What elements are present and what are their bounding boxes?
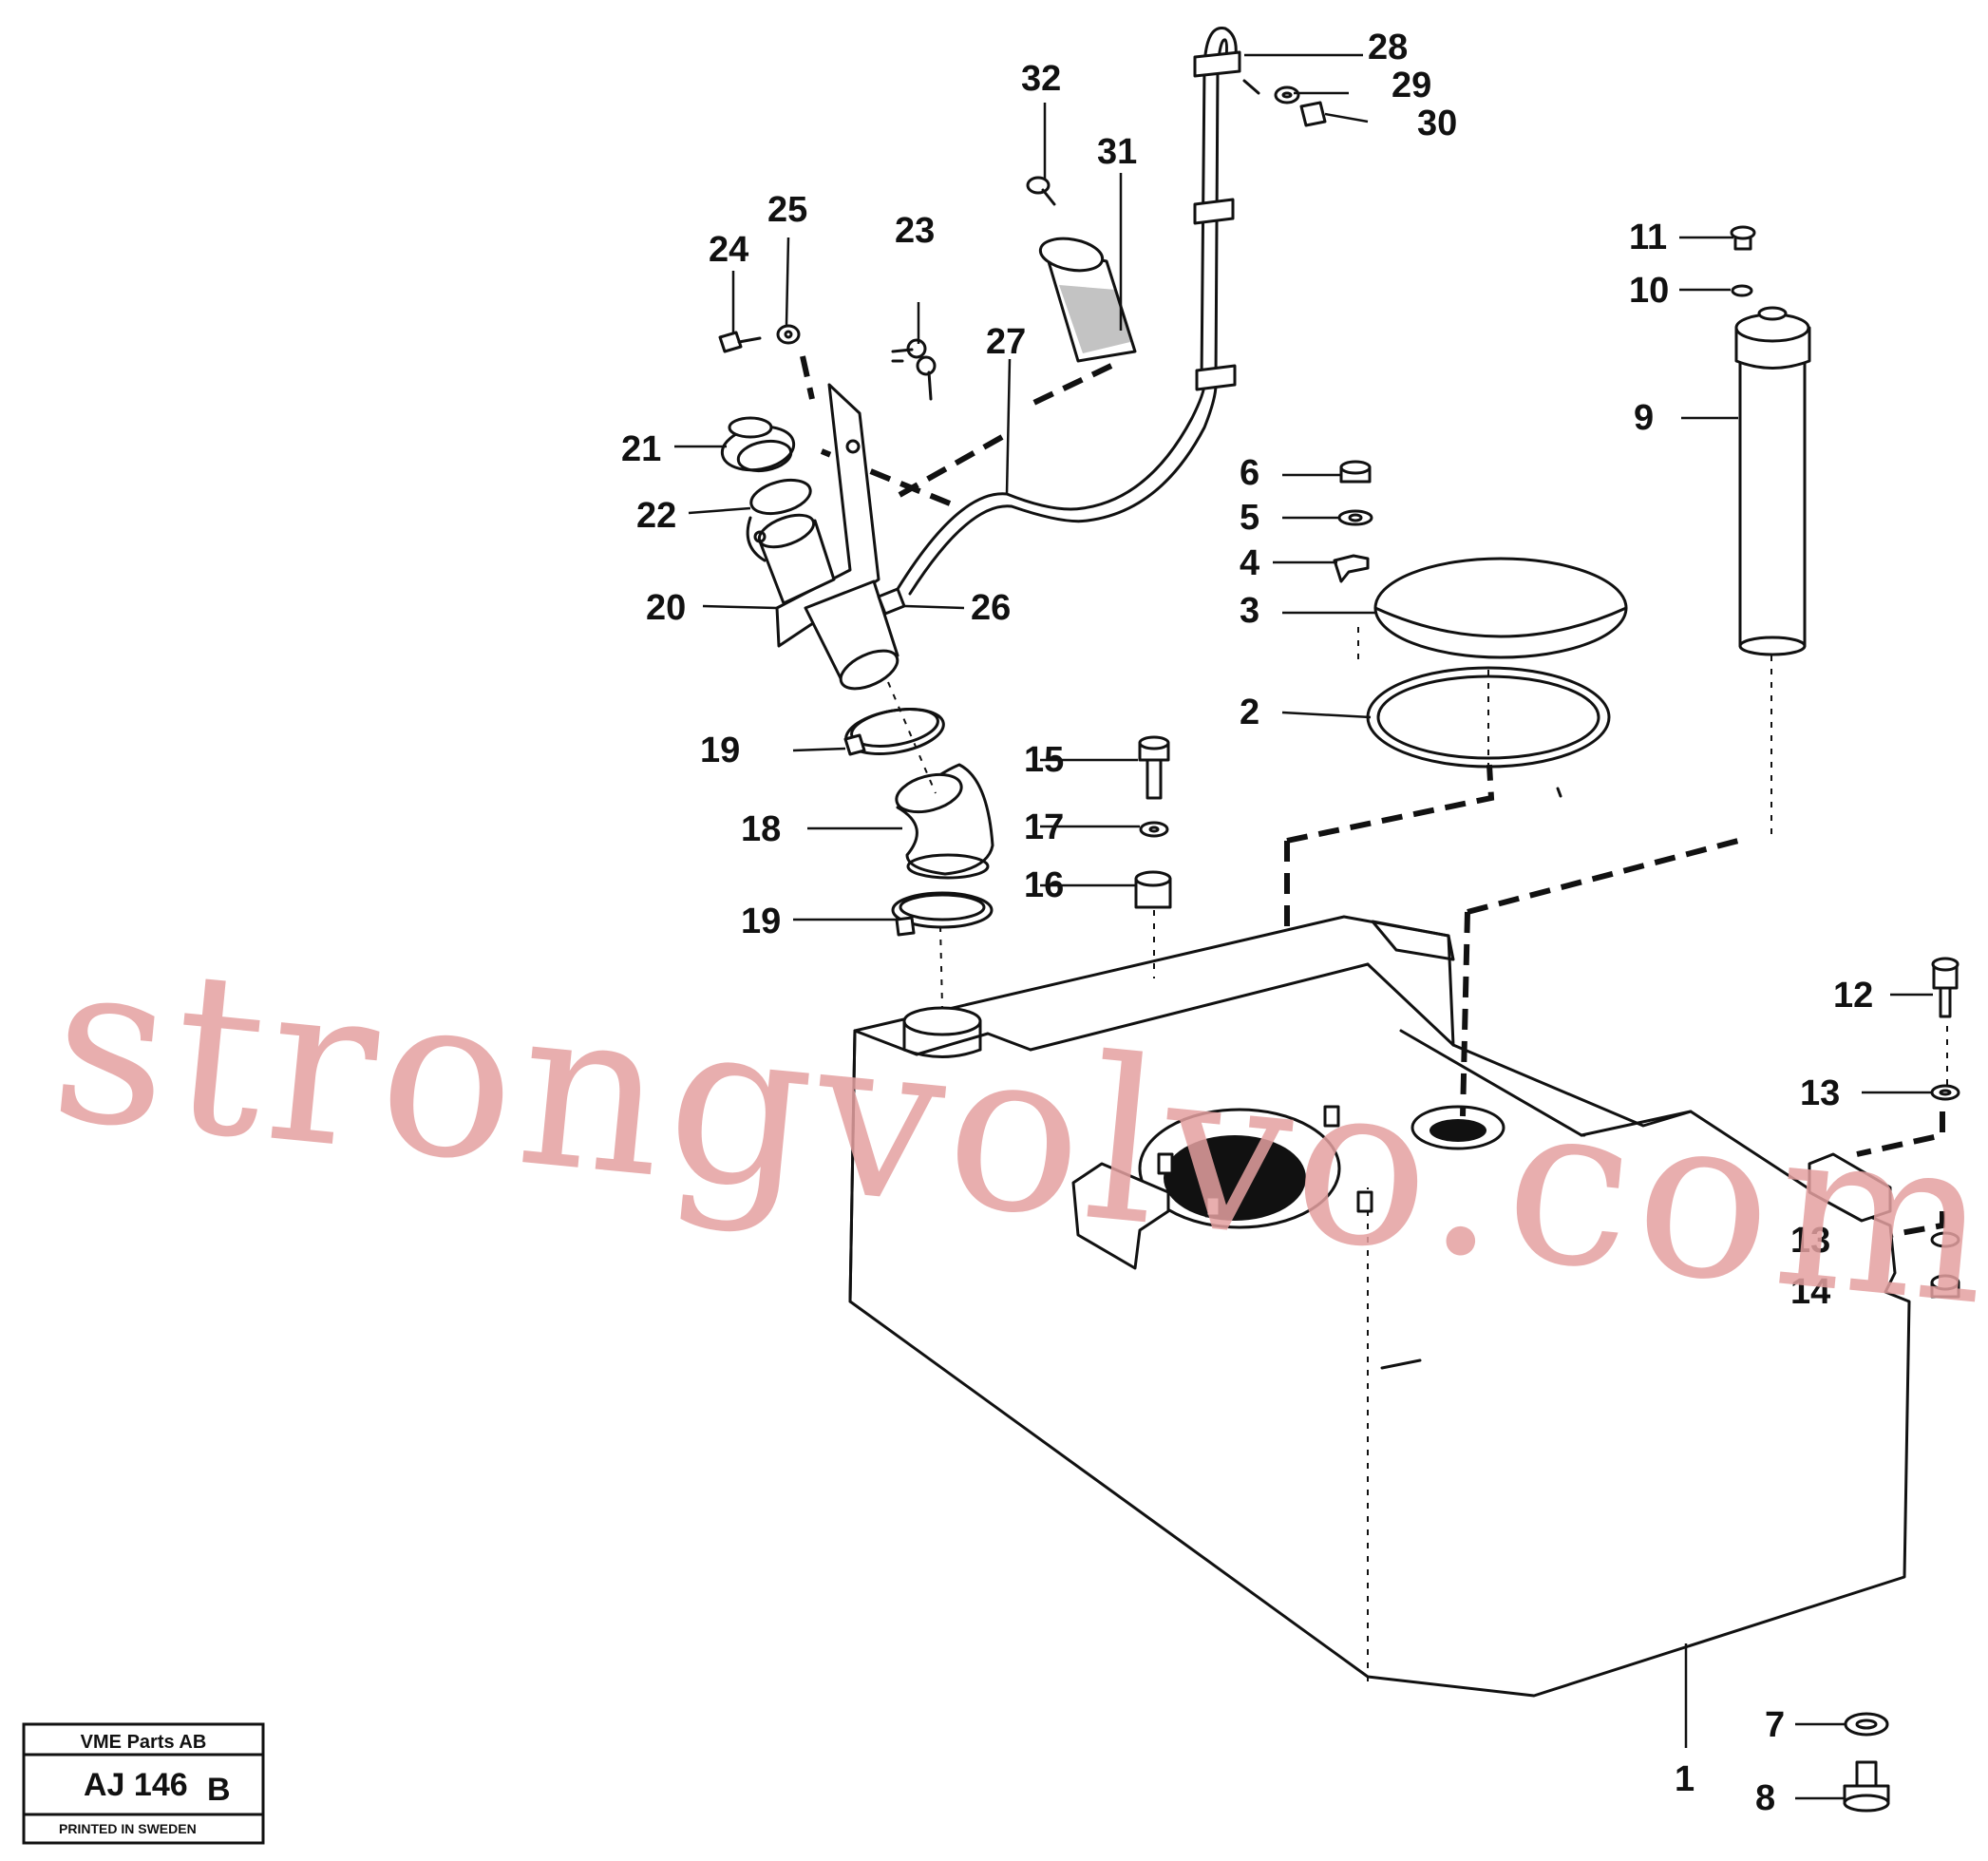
- label-23: 23: [895, 211, 935, 251]
- label-16: 16: [1024, 865, 1064, 905]
- label-19-upper: 19: [700, 731, 740, 770]
- label-4: 4: [1240, 543, 1259, 583]
- filler-strainer: [1026, 176, 1137, 363]
- label-6: 6: [1240, 453, 1259, 493]
- label-11: 11: [1629, 218, 1667, 257]
- label-8: 8: [1755, 1778, 1775, 1818]
- part-labels: 1 2 3 4 5 6 7 8 9 10 11 12 13 13 14 15 1…: [621, 28, 1873, 1818]
- drain-plug: [1843, 1712, 1890, 1813]
- label-3: 3: [1240, 591, 1259, 631]
- fuel-tank: [848, 787, 1911, 1698]
- label-13-lower: 13: [1790, 1221, 1830, 1261]
- label-18: 18: [741, 809, 781, 849]
- filler-assembly: [720, 383, 994, 1008]
- label-29: 29: [1392, 66, 1431, 105]
- label-19-lower: 19: [741, 902, 781, 941]
- title-block-code: AJ 146: [84, 1767, 188, 1803]
- title-block-footer: PRINTED IN SWEDEN: [59, 1821, 197, 1836]
- label-1: 1: [1675, 1759, 1695, 1799]
- label-10: 10: [1629, 271, 1669, 311]
- cover-plate: [1373, 557, 1628, 659]
- label-12: 12: [1833, 976, 1873, 1016]
- tank-cover-assembly: [1333, 460, 1628, 769]
- level-sender-unit: [1730, 225, 1811, 656]
- label-5: 5: [1240, 498, 1259, 538]
- screw-washer: [718, 324, 801, 353]
- label-28: 28: [1368, 28, 1408, 67]
- label-30: 30: [1417, 104, 1457, 143]
- label-21: 21: [621, 429, 661, 469]
- label-14: 14: [1790, 1272, 1830, 1312]
- label-13-upper: 13: [1800, 1073, 1840, 1113]
- label-15: 15: [1024, 740, 1064, 780]
- label-24: 24: [709, 230, 748, 270]
- title-block: VME Parts AB AJ 146 B PRINTED IN SWEDEN: [22, 1722, 265, 1845]
- mounting-bolt: [1134, 735, 1172, 978]
- vent-line: [896, 27, 1327, 596]
- label-22: 22: [636, 496, 676, 536]
- label-9: 9: [1634, 398, 1654, 438]
- lock-keys: [891, 338, 937, 401]
- title-block-company: VME Parts AB: [81, 1732, 207, 1753]
- leader-lines: [674, 53, 1933, 1800]
- label-2: 2: [1240, 693, 1259, 732]
- bracket-fasteners: [1930, 957, 1960, 1299]
- title-block-revision: B: [207, 1772, 231, 1808]
- label-20: 20: [646, 588, 686, 628]
- label-31: 31: [1097, 132, 1137, 172]
- label-32: 32: [1021, 59, 1061, 99]
- label-17: 17: [1024, 807, 1064, 847]
- label-26: 26: [971, 588, 1011, 628]
- label-25: 25: [767, 190, 807, 230]
- label-27: 27: [986, 322, 1026, 362]
- label-7: 7: [1765, 1705, 1785, 1745]
